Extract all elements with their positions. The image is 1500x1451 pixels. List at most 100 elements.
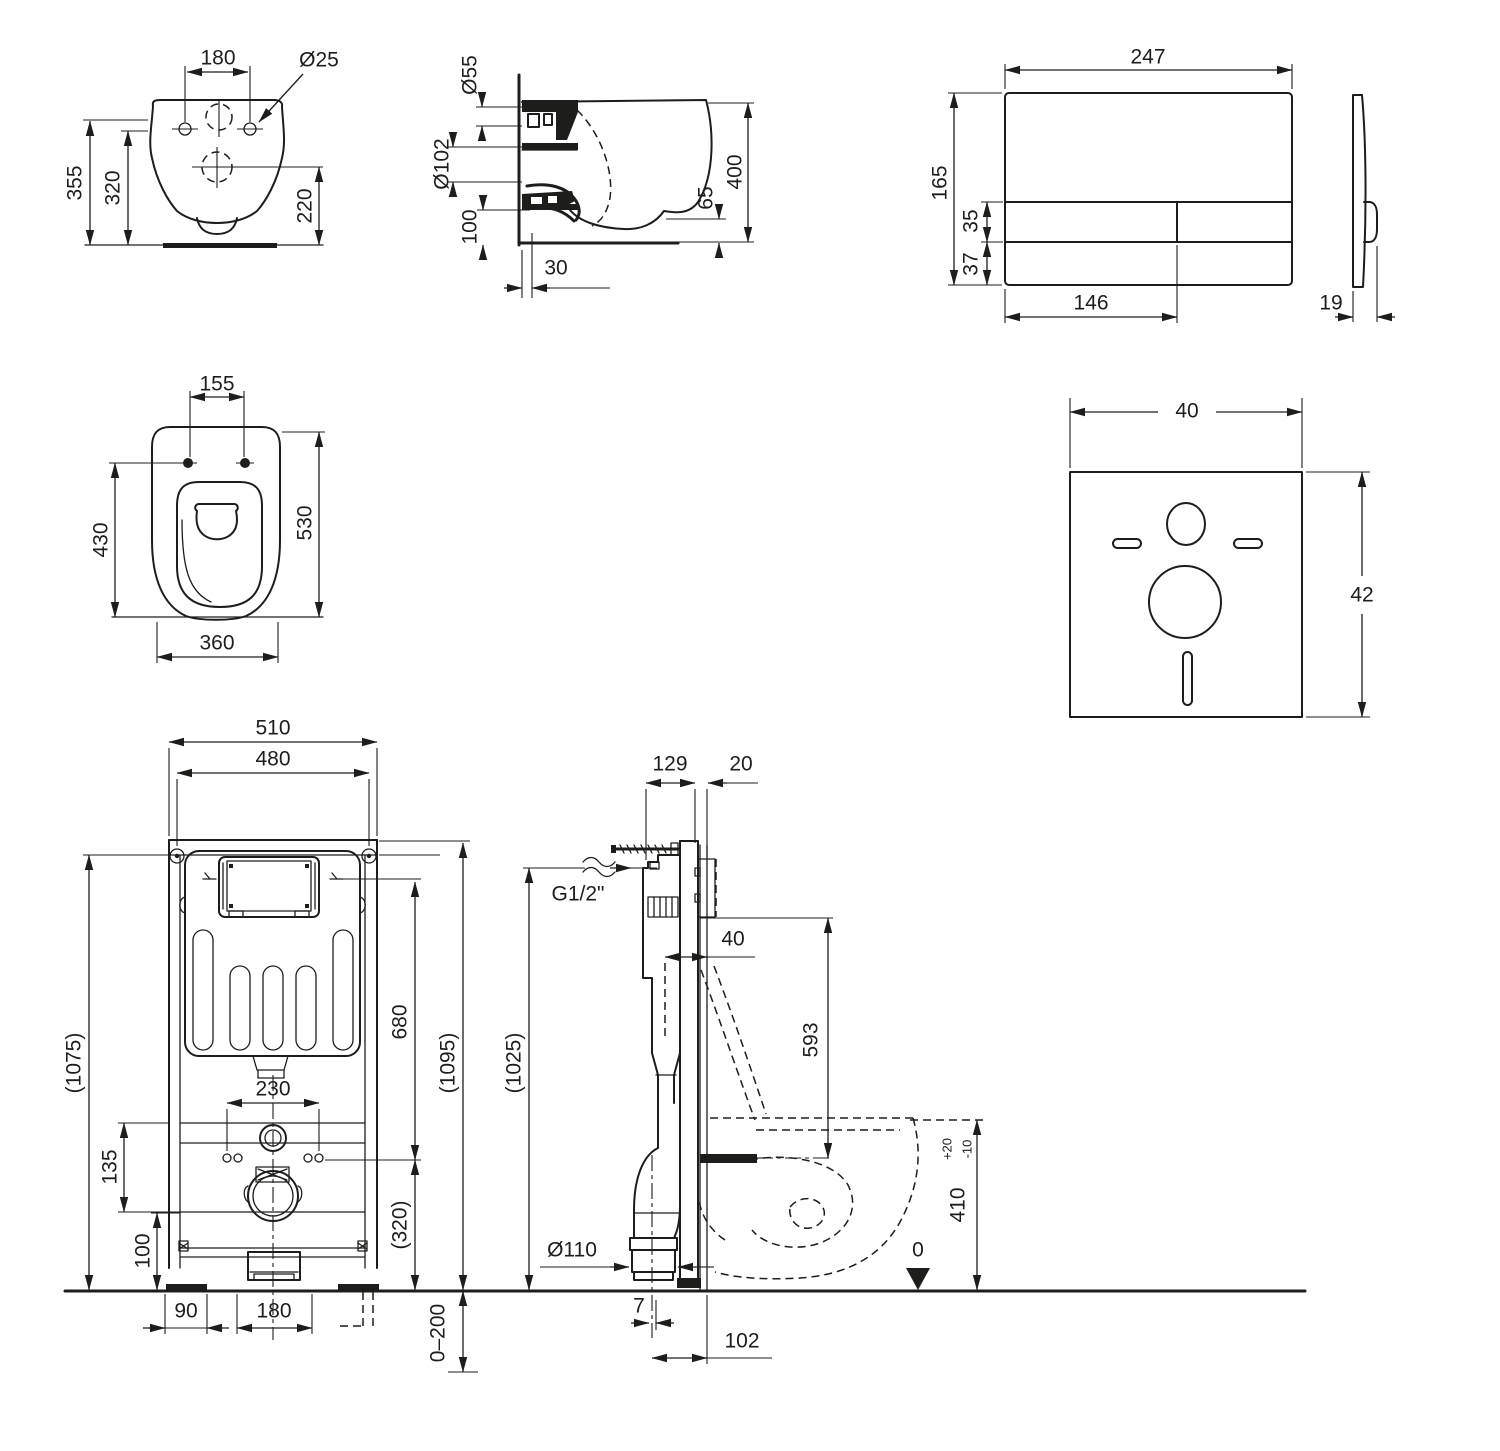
dim-pad-width: 40 [1069, 398, 1303, 468]
rod-hole [314, 1153, 324, 1163]
dim-cutout-depth: 40 [664, 928, 755, 1040]
toilet-side-view: Ø55 Ø102 100 400 65 [431, 55, 754, 298]
rod-hole [233, 1153, 243, 1163]
threaded-rod [611, 842, 680, 856]
bracket-height-label: 100 [459, 209, 482, 244]
access-window-frame [218, 856, 320, 918]
button-height-label: 35 [960, 209, 983, 232]
cistern-side-profile [642, 854, 681, 1093]
hole-height-label: 320 [102, 170, 125, 205]
wall-offset-label: 30 [544, 257, 567, 280]
pad-height-label: 42 [1350, 584, 1373, 607]
outer-width-label: 510 [255, 717, 290, 740]
side-foot [677, 1278, 701, 1288]
dim-plate-height: 680 [343, 878, 421, 1161]
frame-front-view: 510 480 (1075) (1095) 680 (320) [63, 717, 478, 1373]
wall-bracket [694, 858, 717, 918]
hole-spacing-label: 180 [200, 47, 235, 70]
rod-hole [303, 1153, 313, 1163]
side-button-bump [1363, 201, 1378, 243]
drain-height-label: (320) [389, 1200, 412, 1249]
outlet-height-label: 220 [294, 188, 317, 223]
foot-plate-left [166, 1284, 207, 1290]
foot-extension-dashed [340, 1292, 374, 1330]
cistern-rib [295, 965, 317, 1051]
water-spot [194, 503, 239, 541]
flush-plate-view: 247 165 35 37 146 [929, 46, 1395, 323]
dim-plate-height: 165 [929, 92, 1002, 286]
dim-wall-offset: 30 [504, 233, 610, 298]
plate-side-profile [1352, 94, 1367, 288]
dim-offset-upper: 135 [99, 1122, 180, 1213]
dim-outlet-diameter: Ø102 [431, 132, 522, 197]
window-mark-right [329, 872, 344, 880]
dim-depth: 400 [678, 102, 754, 243]
cistern-clip-right [359, 896, 366, 914]
foot-adjuster-right [357, 1240, 368, 1252]
top-screw-left [169, 848, 185, 864]
offset-upper-label: 135 [99, 1149, 122, 1184]
dim-bracket-height: 100 [459, 195, 530, 260]
toilet-front-view: 180 Ø25 355 320 220 [64, 47, 339, 248]
floor-level-triangle [906, 1268, 930, 1290]
pad-width-label: 40 [1175, 400, 1198, 423]
cistern-rib [262, 965, 284, 1051]
height-right-label: (1095) [437, 1033, 460, 1094]
rim-tolerance-plus: +20 [940, 1138, 955, 1160]
dim-plate-width: 247 [1004, 46, 1293, 89]
rod-hole [222, 1153, 232, 1163]
dim-drain-height: (320) [325, 1159, 421, 1291]
foot-width-label: 90 [174, 1300, 197, 1323]
rod-spacing-label: 230 [255, 1078, 290, 1101]
plate-thickness-label: 19 [1319, 292, 1342, 315]
dim-drain-depth: 102 [651, 1295, 772, 1364]
drain-diameter-label: Ø110 [547, 1239, 597, 1262]
dim-floor-range: 0–200 [427, 1290, 478, 1373]
dim-rim-height: 410 +20 -10 [910, 1119, 983, 1291]
cistern-rib [192, 929, 214, 1051]
foot-plate-right [338, 1284, 379, 1290]
dim-button-height: 35 [960, 201, 1003, 243]
center-offset-label: 7 [633, 1295, 645, 1318]
dim-total-length: 530 [282, 431, 325, 618]
cistern-rib [229, 965, 251, 1051]
access-window [226, 860, 312, 912]
total-length-label: 530 [294, 505, 317, 540]
plate-height-label: 165 [929, 165, 952, 200]
dim-supply-height: (1025) [503, 867, 585, 1291]
cistern-outline [184, 850, 361, 1057]
fixing-width-label: 480 [255, 748, 290, 771]
supply-height-label: (1025) [503, 1033, 526, 1094]
dim-frame-depth: 129 [645, 753, 696, 860]
top-screw-right [361, 848, 377, 864]
dim-outlet-height: 220 [294, 166, 324, 246]
outlet-diameter-label: Ø102 [431, 138, 454, 189]
height-left-label: (1075) [63, 1033, 86, 1094]
depth-label: 400 [724, 154, 747, 189]
inner-length-label: 430 [90, 522, 113, 557]
seat-width-label: 360 [199, 632, 234, 655]
dim-opening-width: 180 [236, 1294, 313, 1334]
bowl-outline [149, 99, 286, 224]
opening-width-label: 180 [256, 1300, 291, 1323]
flush-bend-pipe [629, 1091, 681, 1281]
seat-top-view: 155 430 530 360 [90, 373, 325, 663]
rim-section [522, 100, 578, 112]
dim-inner-length: 430 [90, 462, 180, 618]
dim-hole-height: 320 [102, 130, 148, 246]
floor-range-label: 0–200 [427, 1304, 450, 1362]
water-supply-callout: G1/2" [552, 856, 657, 906]
dim-offset-lower: 100 [132, 1212, 180, 1291]
dim-foot-width: 90 [143, 1294, 229, 1334]
dim-hole-diameter: Ø25 [258, 49, 339, 123]
water-supply-label: G1/2" [552, 883, 605, 906]
dim-button-width: 146 [1004, 245, 1178, 323]
dim-fixing-width: 480 [176, 748, 370, 846]
drain-socket-flange [629, 1237, 678, 1251]
rim-height-label: 410 [947, 1187, 970, 1222]
lower-height-label: 37 [960, 252, 983, 275]
wall-gap-label: 20 [729, 753, 752, 776]
dim-height-right: (1095) [379, 840, 470, 1291]
frame-depth-label: 129 [652, 753, 687, 776]
